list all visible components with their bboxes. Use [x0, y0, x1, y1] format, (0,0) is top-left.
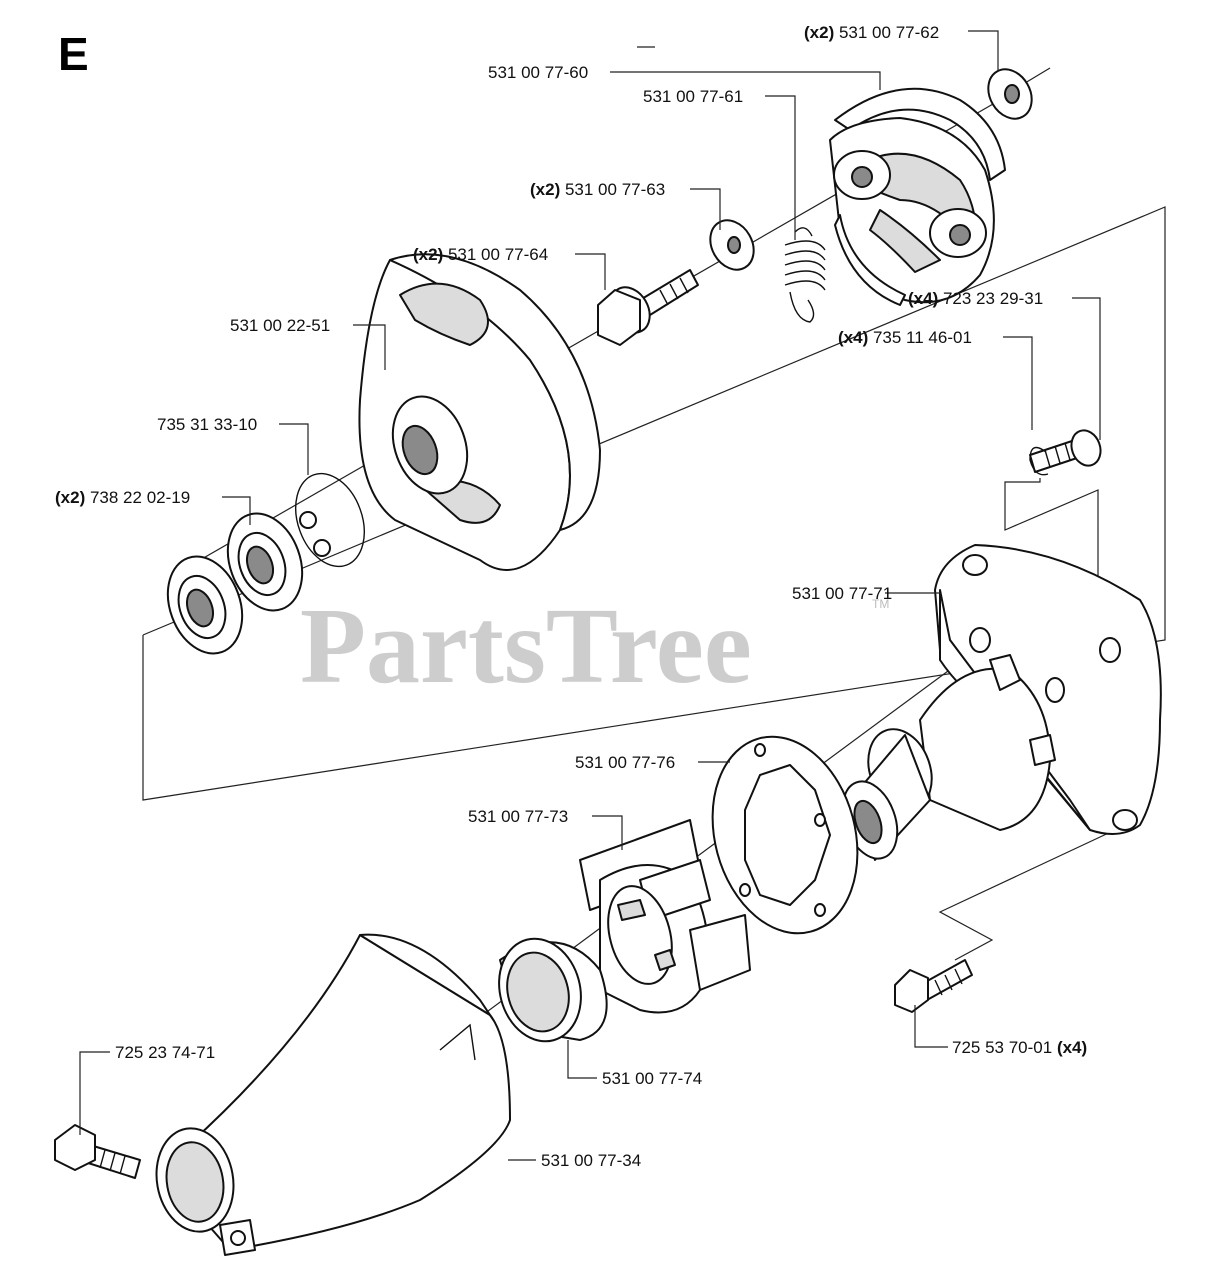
bearing-0219-a [226, 512, 304, 612]
clutch-shoe-assembly [829, 87, 1006, 306]
washer-63 [709, 219, 755, 271]
label-531-00-77-62: (x2) 531 00 77-62 [804, 23, 939, 42]
label-531-00-77-61: 531 00 77-61 [643, 87, 743, 106]
label-531-00-77-73: 531 00 77-73 [468, 807, 568, 826]
label-531-00-77-34: 531 00 77-34 [541, 1151, 641, 1170]
clamp-73 [579, 819, 751, 1014]
watermark: PartsTree [300, 587, 752, 706]
circlip-3310 [295, 472, 365, 568]
label-735-31-33-10: 735 31 33-10 [157, 415, 257, 434]
label-738-22-02-19: (x2) 738 22 02-19 [55, 488, 190, 507]
label-723-23-29-31: (x4) 723 23 29-31 [908, 289, 1043, 308]
label-531-00-77-74: 531 00 77-74 [602, 1069, 702, 1088]
label-531-00-77-71: 531 00 77-71 [792, 584, 892, 603]
washer-62 [987, 68, 1033, 120]
label-531-00-77-64: (x2) 531 00 77-64 [413, 245, 548, 264]
label-531-00-77-76: 531 00 77-76 [575, 753, 675, 772]
label-531-00-77-60: 531 00 77-60 [488, 63, 588, 82]
bearing-0219-b [166, 555, 244, 655]
gasket-76 [711, 735, 859, 935]
sleeve-74 [498, 937, 608, 1043]
leader-lines [79, 30, 1101, 1161]
label-531-00-77-63: (x2) 531 00 77-63 [530, 180, 665, 199]
screw-2931 [1029, 429, 1102, 473]
watermark-tm: TM [872, 597, 889, 611]
bolt-7001 [894, 959, 973, 1013]
tube-housing-34 [155, 933, 511, 1256]
label-531-00-22-51: 531 00 22-51 [230, 316, 330, 335]
lock-ring-4601 [1029, 446, 1049, 476]
bolt-64 [597, 269, 699, 346]
section-letter: E [58, 28, 89, 80]
spring-61 [784, 227, 826, 323]
clutch-drum [358, 253, 601, 571]
label-725-53-70-01: 725 53 70-01 (x4) [952, 1038, 1087, 1057]
label-735-11-46-01: (x4) 735 11 46-01 [838, 328, 972, 347]
bolt-7471 [54, 1124, 141, 1179]
label-725-23-74-71: 725 23 74-71 [115, 1043, 215, 1062]
clutch-housing-71 [841, 544, 1162, 861]
